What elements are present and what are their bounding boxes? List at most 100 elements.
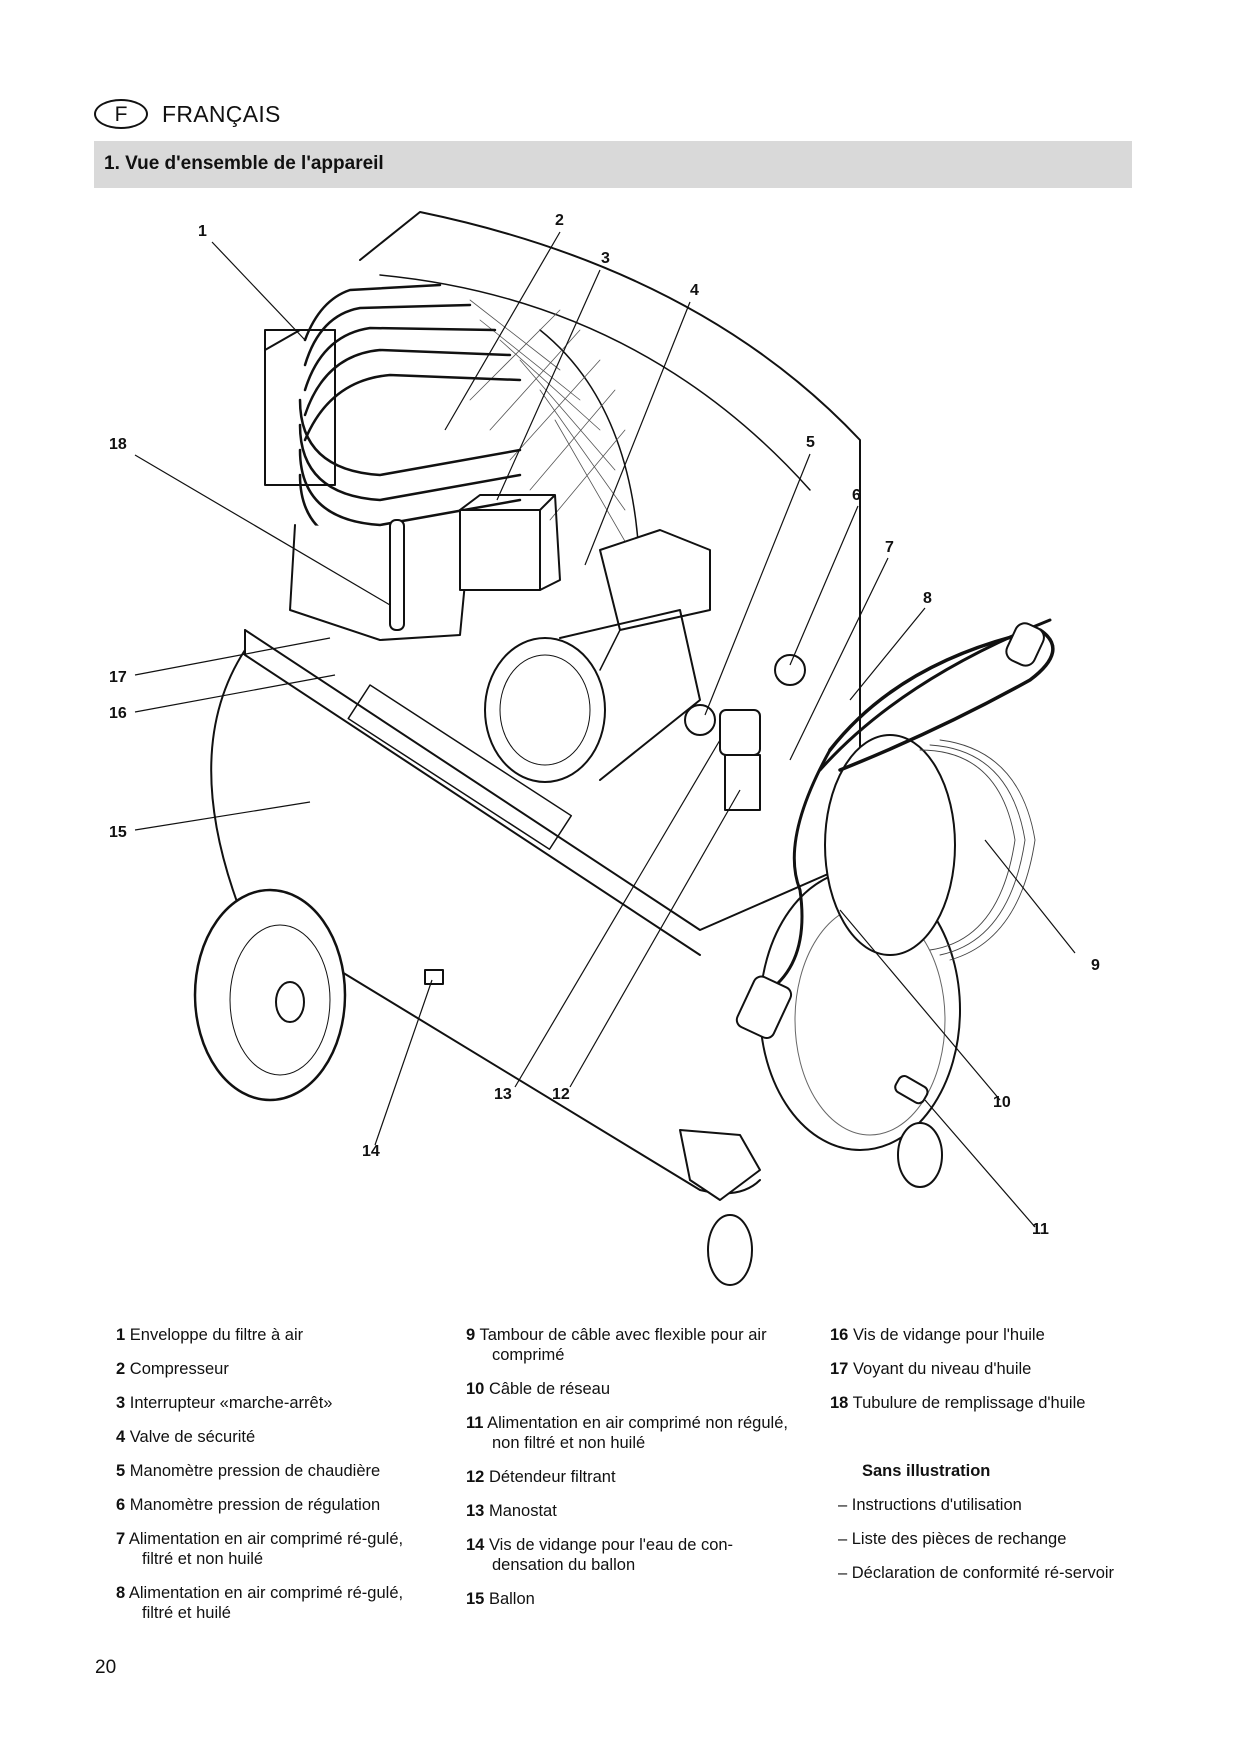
leader-lines	[134, 231, 1076, 1228]
legend-column-3: 16 Vis de vidange pour l'huile 17 Voyant…	[830, 1325, 1160, 1597]
legend-item: 10 Câble de réseau	[466, 1379, 796, 1399]
filter-regulator	[719, 709, 761, 756]
callout-13: 13	[494, 1086, 512, 1103]
legend-text: Tambour de câble avec flexible pour air …	[479, 1326, 767, 1364]
callout-11: 11	[1032, 1221, 1049, 1238]
legend-text: Enveloppe du filtre à air	[129, 1326, 304, 1344]
without-illustration-heading: Sans illustration	[862, 1462, 991, 1480]
legend-number: 2	[116, 1360, 126, 1378]
legend-number: 14	[466, 1536, 485, 1554]
legend-number: 7	[116, 1530, 126, 1548]
legend-column-2: 9 Tambour de câble avec flexible pour ai…	[466, 1325, 796, 1623]
page-number: 20	[95, 1657, 117, 1678]
legend-item: 18 Tubulure de remplissage d'huile	[830, 1393, 1160, 1413]
legend-text: Alimentation en air comprimé ré-gulé, fi…	[128, 1530, 404, 1568]
legend-text: Alimentation en air comprimé non régulé,…	[487, 1414, 788, 1452]
callout-15: 15	[109, 824, 127, 841]
air-hose-loop	[828, 628, 1055, 772]
legend-item: 2 Compresseur	[116, 1359, 436, 1379]
power-plug	[735, 975, 793, 1040]
fan-shroud	[359, 211, 861, 891]
callout-5: 5	[806, 434, 815, 451]
legend-text: Câble de réseau	[488, 1380, 611, 1398]
legend-text: Manomètre pression de chaudière	[129, 1462, 381, 1480]
legend-number: 10	[466, 1380, 485, 1398]
callout-14: 14	[362, 1143, 380, 1160]
callout-4: 4	[690, 282, 699, 299]
compressor-diagram: 1 2 3 4 5 6 7 8 9 10 11 12 13 14 15 16 1…	[0, 190, 1241, 1310]
condensate-drain-screw	[424, 969, 444, 985]
language-indicator: F FRANÇAIS	[94, 98, 281, 130]
callout-6: 6	[852, 487, 861, 504]
without-illustration-item: – Déclaration de conformité ré-servoir	[838, 1564, 1115, 1582]
legend-text: Vis de vidange pour l'eau de con-densati…	[488, 1536, 734, 1574]
legend-number: 1	[116, 1326, 126, 1344]
legend-text: Manomètre pression de régulation	[129, 1496, 381, 1514]
legend-item: 6 Manomètre pression de régulation	[116, 1495, 436, 1515]
callout-8: 8	[923, 590, 932, 607]
legend-number: 13	[466, 1502, 485, 1520]
legend-text: Ballon	[488, 1590, 535, 1608]
legend-text: Compresseur	[129, 1360, 229, 1378]
section-title: 1. Vue d'ensemble de l'appareil	[104, 153, 384, 174]
legend-number: 5	[116, 1462, 126, 1480]
legend-number: 4	[116, 1428, 126, 1446]
legend-number: 15	[466, 1590, 485, 1608]
legend-number: 12	[466, 1468, 485, 1486]
legend-number: 8	[116, 1584, 126, 1602]
legend-item: 14 Vis de vidange pour l'eau de con-dens…	[466, 1535, 796, 1575]
wheel	[193, 888, 347, 1102]
caster-wheel-rear	[897, 1122, 943, 1188]
pressure-switch	[459, 509, 541, 591]
legend-text: Voyant du niveau d'huile	[852, 1360, 1032, 1378]
legend-item: 12 Détendeur filtrant	[466, 1467, 796, 1487]
compressor-illustration: 1 2 3 4 5 6 7 8 9 10 11 12 13 14 15 16 1…	[109, 211, 1100, 1286]
legend-text: Interrupteur «marche-arrêt»	[129, 1394, 333, 1412]
legend-number: 3	[116, 1394, 126, 1412]
tank	[210, 649, 761, 1195]
legend-item: 7 Alimentation en air comprimé ré-gulé, …	[116, 1529, 436, 1569]
cable-reel-front	[824, 734, 956, 956]
legend-number: 6	[116, 1496, 126, 1514]
callout-10: 10	[993, 1094, 1011, 1111]
legend-text: Valve de sécurité	[129, 1428, 256, 1446]
language-code-badge: F	[94, 99, 148, 129]
legend-item: 4 Valve de sécurité	[116, 1427, 436, 1447]
oil-filler-tube	[389, 519, 405, 631]
legend-item: 1 Enveloppe du filtre à air	[116, 1325, 436, 1345]
callout-16: 16	[109, 705, 127, 722]
legend-item: 13 Manostat	[466, 1501, 796, 1521]
legend-item: 5 Manomètre pression de chaudière	[116, 1461, 436, 1481]
motor-fan-cover	[484, 637, 606, 783]
callout-17: 17	[109, 669, 127, 686]
callout-7: 7	[885, 539, 894, 556]
legend-number: 18	[830, 1394, 849, 1412]
legend-column-1: 1 Enveloppe du filtre à air 2 Compresseu…	[116, 1325, 436, 1637]
callout-12: 12	[552, 1086, 570, 1103]
legend-text: Manostat	[488, 1502, 557, 1520]
regulation-pressure-gauge	[774, 654, 806, 686]
power-cable	[768, 748, 832, 992]
without-illustration-item: – Instructions d'utilisation	[838, 1496, 1022, 1514]
legend-number: 9	[466, 1326, 476, 1344]
crankcase	[289, 524, 471, 641]
caster-wheel	[707, 1214, 753, 1286]
legend-item: 9 Tambour de câble avec flexible pour ai…	[466, 1325, 796, 1365]
legend-item: 3 Interrupteur «marche-arrêt»	[116, 1393, 436, 1413]
legend-text: Tubulure de remplissage d'huile	[852, 1394, 1086, 1412]
legend-item: 17 Voyant du niveau d'huile	[830, 1359, 1160, 1379]
callout-18: 18	[109, 436, 127, 453]
legend-item: 15 Ballon	[466, 1589, 796, 1609]
legend-number: 11	[466, 1414, 484, 1432]
without-illustration-item: – Liste des pièces de rechange	[838, 1530, 1067, 1548]
legend-number: 17	[830, 1360, 849, 1378]
legend-number: 16	[830, 1326, 849, 1344]
quick-coupling	[894, 1075, 929, 1105]
motor-terminal-box	[599, 529, 711, 631]
callout-1: 1	[198, 223, 207, 240]
legend-text: Détendeur filtrant	[488, 1468, 616, 1486]
legend-item: 8 Alimentation en air comprimé ré-gulé, …	[116, 1583, 436, 1623]
callout-3: 3	[601, 250, 610, 267]
language-name: FRANÇAIS	[162, 100, 281, 127]
legend-item: 11 Alimentation en air comprimé non régu…	[466, 1413, 796, 1453]
